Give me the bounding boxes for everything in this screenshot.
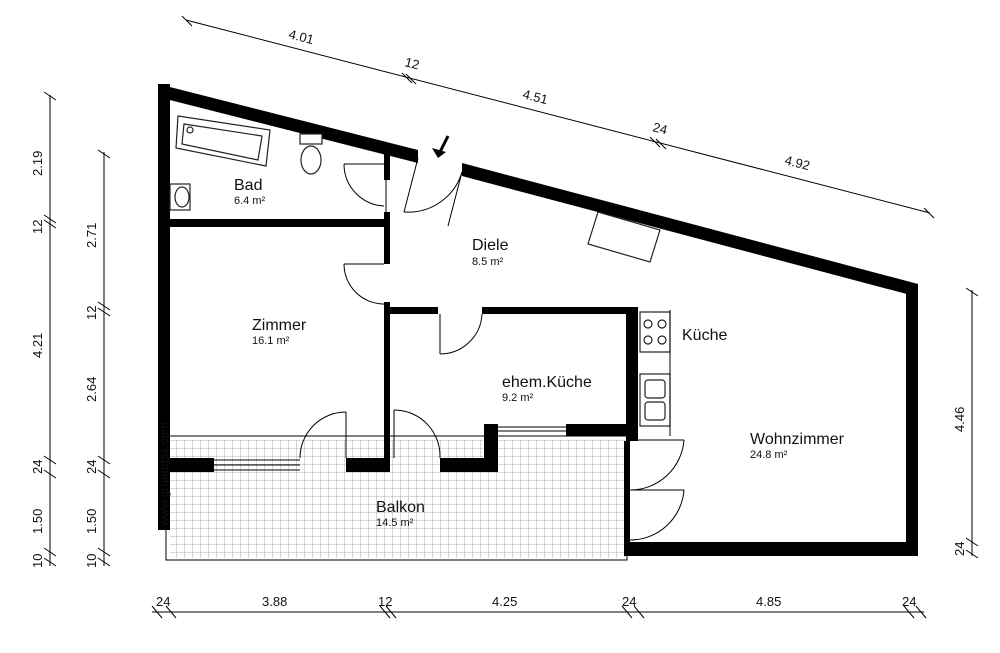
dim-bottom-4: 4.25 [492,594,517,609]
wall-ehem-top-right [482,307,638,314]
door-zimmer-balcony [299,411,347,459]
wall-top-right [462,163,918,297]
dim-left-inner-3: 2.64 [84,377,99,402]
wall-zimmer-bottom-left [158,458,214,472]
dim-top-5: 4.92 [783,152,811,173]
dim-left-outer-6: 10 [30,554,45,568]
dim-line-right [965,287,979,559]
dim-left-inner-1: 2.71 [84,223,99,248]
wall-ehem-bottom-step [484,424,498,472]
room-area-zimmer: 16.1 m² [252,335,290,347]
toilet-icon [299,133,323,175]
dim-left-outer-1: 2.19 [30,151,45,176]
wall-zimmer-right-lower [384,302,390,470]
wall-top [158,84,418,163]
wall-kueche-left-lower [626,435,638,441]
dim-left-inner-4: 24 [84,460,99,474]
dim-bottom-7: 24 [902,594,916,609]
dim-left-inner-2: 12 [84,306,99,320]
door-ehem-kueche [439,313,483,355]
wall-bad-bottom [166,219,390,227]
window-zimmer [214,459,300,471]
room-label-ehem-kueche: ehem.Küche [502,374,592,391]
room-area-ehem-kueche: 9.2 m² [502,392,534,404]
room-label-wohnzimmer: Wohnzimmer [750,431,845,448]
dim-top-1: 4.01 [287,26,315,47]
dim-bottom-3: 12 [378,594,392,609]
dim-line-top [181,15,935,219]
room-area-bad: 6.4 m² [234,195,266,207]
dim-top-2: 12 [403,54,421,72]
dim-bottom-6: 4.85 [756,594,781,609]
dim-right-1: 4.46 [952,407,967,432]
watermark: www.grundriss.com [157,422,171,527]
room-area-diele: 8.5 m² [472,256,504,268]
wall-balcony-right [624,441,630,556]
dim-left-outer-2: 12 [30,220,45,234]
table-icon [587,211,661,263]
room-label-bad: Bad [234,177,262,194]
dim-left-outer-4: 24 [30,460,45,474]
room-label-diele: Diele [472,237,509,254]
wall-zimmer-right-upper [384,226,390,264]
dim-top-3: 4.51 [521,86,549,107]
wall-kueche-left-upper [626,307,638,435]
window-ehem-kueche [498,426,566,432]
dim-right-2: 24 [952,542,967,556]
dim-top-4: 24 [651,119,669,137]
room-area-wohnzimmer: 24.8 m² [750,449,788,461]
kitchen-sink-icon [639,373,671,427]
dim-bottom-5: 24 [622,594,636,609]
wall-bottom-right [626,542,918,556]
room-label-balkon: Balkon [376,499,425,516]
door-entrance [403,157,463,227]
stove-icon [639,311,671,353]
wall-ehem-bottom-upper [566,424,628,436]
dim-left-outer-3: 4.21 [30,333,45,358]
dim-left-inner-6: 10 [84,554,99,568]
dim-bottom-2: 3.88 [262,594,287,609]
dim-line-left-inner [97,149,111,567]
wall-ehem-top-left [386,307,438,314]
dim-left-inner-5: 1.50 [84,509,99,534]
wall-ehem-bottom [440,458,498,472]
wall-bad-right-upper [384,154,390,180]
wall-zimmer-bottom-right [346,458,390,472]
room-area-balkon: 14.5 m² [376,517,414,529]
room-label-kueche: Küche [682,327,727,344]
room-label-zimmer: Zimmer [252,317,307,334]
door-zimmer [343,263,385,305]
bathtub-icon [175,115,271,167]
wall-left [158,84,170,530]
dim-line-left-outer [43,91,57,567]
door-ehem-balcony [393,409,441,459]
door-wohnzimmer-balcony [629,439,685,541]
door-bad [343,163,387,212]
dim-line-bottom [151,605,927,619]
dim-left-outer-5: 1.50 [30,509,45,534]
wall-right [906,290,918,556]
sink-icon [169,183,191,211]
wall-bad-right-lower [384,212,390,226]
dim-bottom-1: 24 [156,594,170,609]
entrance-arrow-icon [432,135,450,158]
